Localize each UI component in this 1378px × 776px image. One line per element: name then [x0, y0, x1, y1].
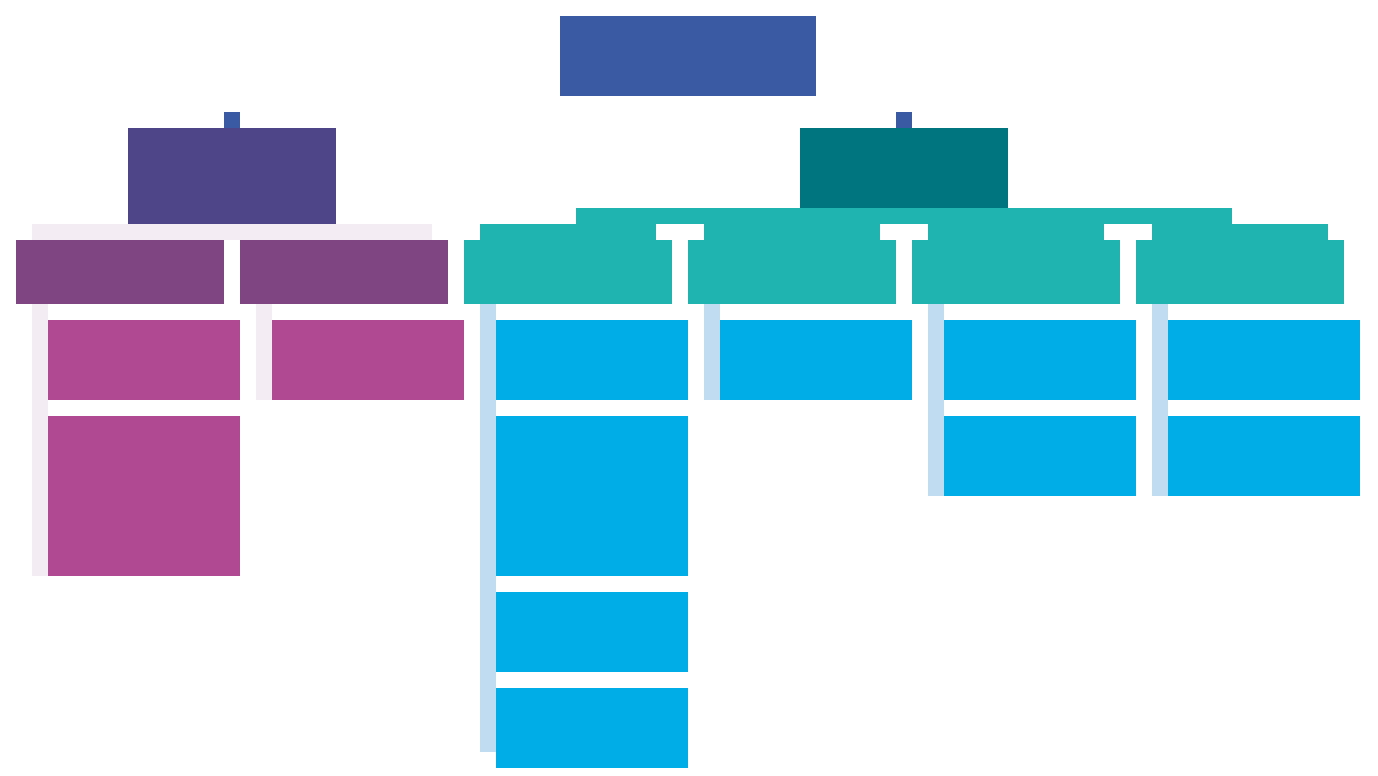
node-right-leaf-2: [496, 416, 688, 576]
connector-left-leaf-spine-1: [32, 304, 48, 576]
node-left-leaf-3: [272, 320, 464, 400]
node-right-leaf-3: [496, 592, 688, 672]
node-left-leaf-2: [48, 416, 240, 576]
connector-right-leaf-spine-3: [928, 304, 944, 496]
node-right-child-2: [688, 240, 896, 304]
node-right-child-1: [464, 240, 672, 304]
connector-right-drop-3: [928, 224, 1104, 240]
node-right-leaf-4: [496, 688, 688, 768]
node-root: [560, 16, 816, 96]
connector-right-drop-1: [480, 224, 656, 240]
node-right-leaf-6: [944, 320, 1136, 400]
node-right-child-3: [912, 240, 1120, 304]
node-right-leaf-5: [720, 320, 912, 400]
node-left-child-2: [240, 240, 448, 304]
connector-right-leaf-spine-2: [704, 304, 720, 400]
connector-left-leaf-spine-2: [256, 304, 272, 400]
node-right-leaf-9: [1168, 416, 1360, 496]
node-branch-left: [128, 128, 336, 224]
node-left-leaf-1: [48, 320, 240, 400]
node-right-leaf-8: [1168, 320, 1360, 400]
node-right-leaf-7: [944, 416, 1136, 496]
connector-root-left: [224, 112, 240, 128]
node-right-child-4: [1136, 240, 1344, 304]
node-left-child-1: [16, 240, 224, 304]
connector-right-drop-2: [704, 224, 880, 240]
connector-left-bar: [32, 224, 432, 240]
node-branch-right: [800, 128, 1008, 208]
connector-right-leaf-spine-1: [480, 304, 496, 752]
connector-right-drop-4: [1152, 224, 1328, 240]
connector-right-leaf-spine-4: [1152, 304, 1168, 496]
connector-root-right: [896, 112, 912, 128]
connector-right-bar: [576, 208, 1232, 224]
node-right-leaf-1: [496, 320, 688, 400]
